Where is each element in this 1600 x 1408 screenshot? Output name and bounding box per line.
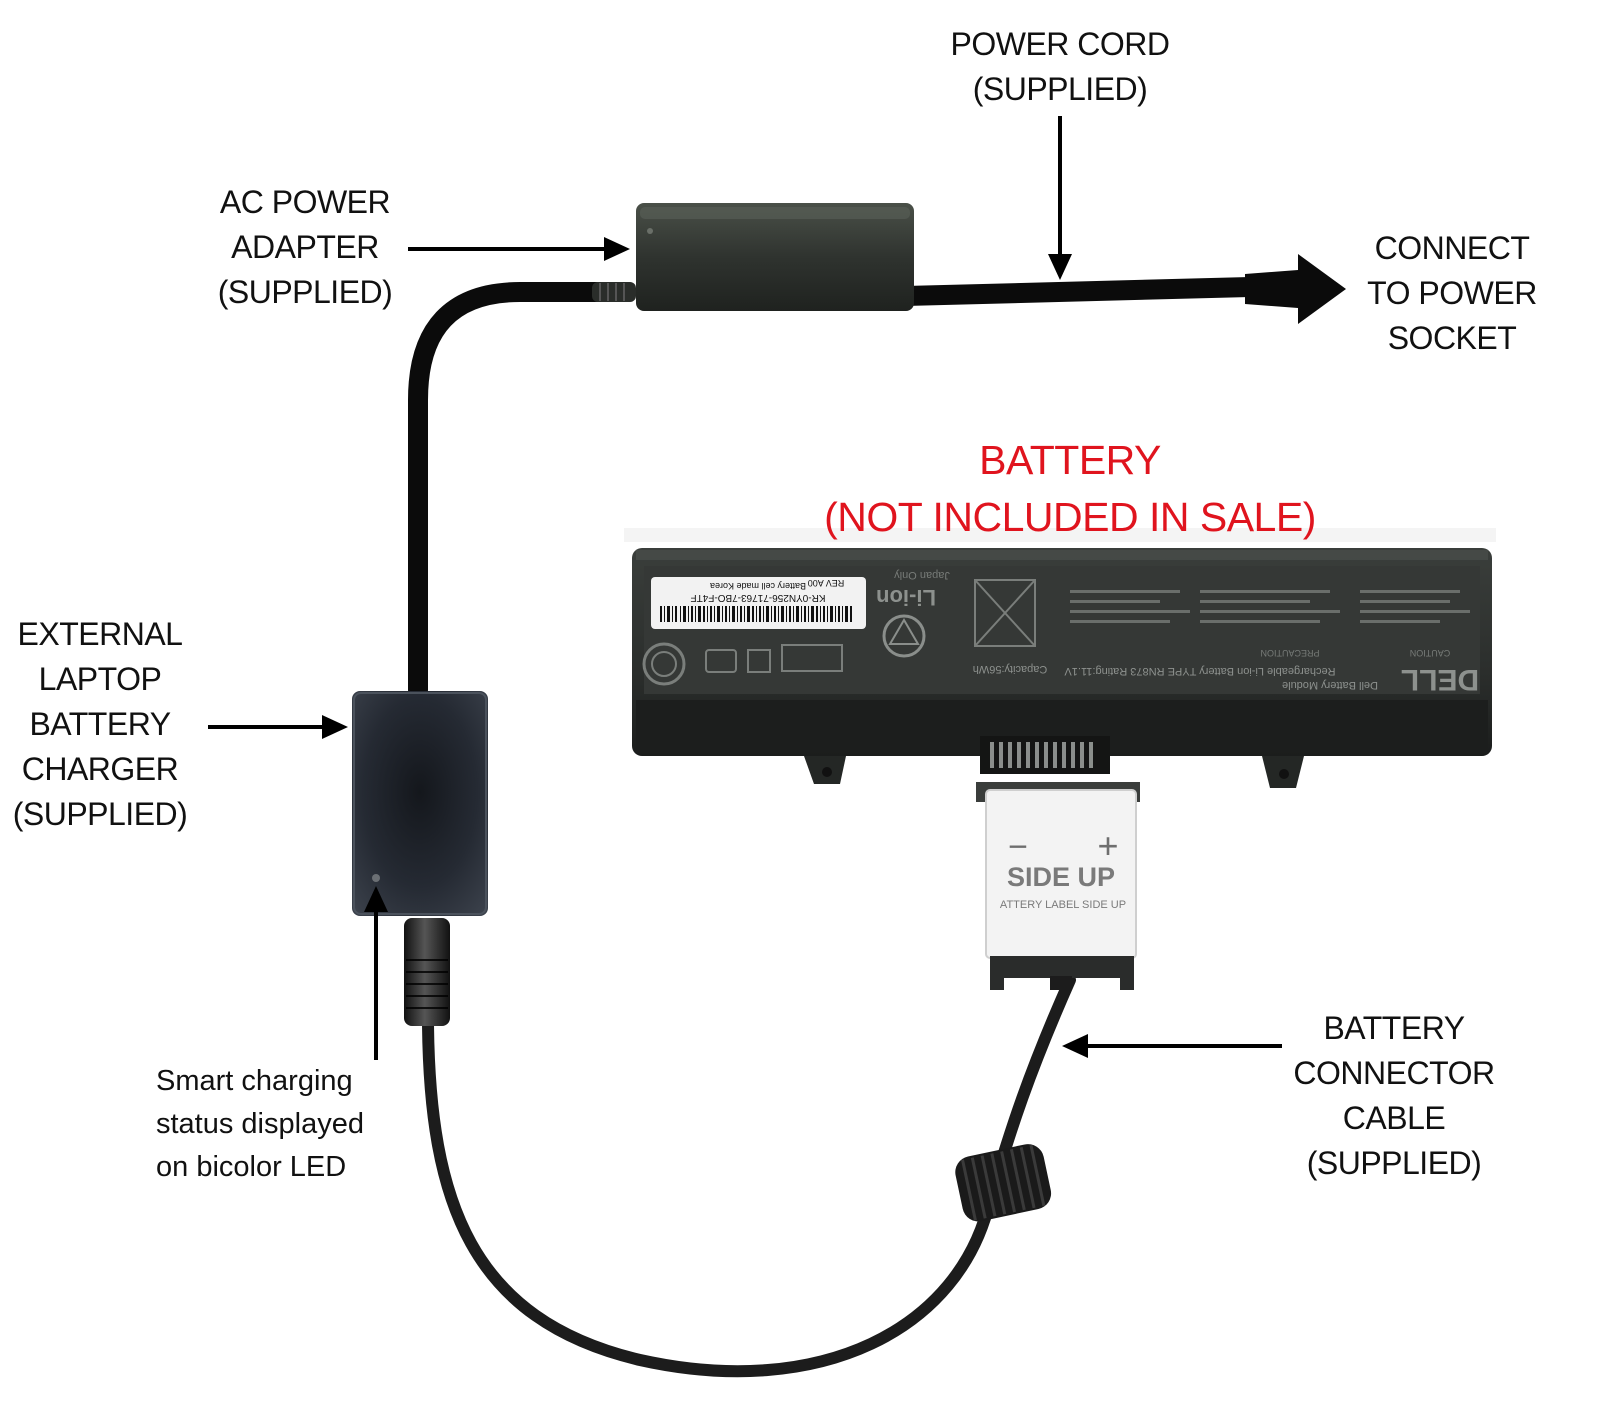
power-cord-arrow-head bbox=[1245, 254, 1346, 324]
battery-heading-line-2: (NOT INCLUDED IN SALE) bbox=[824, 494, 1316, 540]
power-cord-label-line-1: POWER CORD bbox=[950, 26, 1171, 62]
connector-cable-label-line-1: BATTERY bbox=[1323, 1010, 1465, 1046]
led-icon bbox=[372, 874, 380, 882]
charger-label-line-4: CHARGER bbox=[21, 751, 179, 787]
battery-capacity-text: Capacity:56Wh bbox=[973, 663, 1048, 675]
battery-brand: DELL bbox=[1401, 663, 1479, 696]
led-note-label: Smart charging status displayed on bicol… bbox=[156, 1060, 416, 1189]
battery-heading-line-1: BATTERY bbox=[979, 437, 1161, 483]
battery-barcode-text: KR-0YN256-71763-7BO-F4TF bbox=[690, 592, 825, 603]
charger-to-adapter-cable bbox=[408, 282, 610, 700]
connector-plus-sign: + bbox=[1097, 825, 1118, 866]
charger-unit-icon bbox=[352, 691, 488, 916]
power-cord bbox=[904, 277, 1251, 306]
battery-chemistry: Li-ion bbox=[876, 585, 936, 610]
charger-label: EXTERNAL LAPTOP BATTERY CHARGER (SUPPLIE… bbox=[0, 612, 200, 837]
socket-label: CONNECT TO POWER SOCKET bbox=[1352, 226, 1552, 361]
battery-precaution-text: PRECAUTION bbox=[1260, 648, 1319, 658]
battery-cell-origin: Battery cell made Korea bbox=[710, 581, 806, 591]
charger-label-line-1: EXTERNAL bbox=[17, 616, 183, 652]
charger-label-line-5: (SUPPLIED) bbox=[12, 796, 188, 832]
battery-module-text: Dell Battery Module bbox=[1282, 679, 1378, 691]
connector-minus-sign: − bbox=[1008, 828, 1028, 866]
led-note-line-1: Smart charging bbox=[156, 1065, 353, 1097]
ferrite-bead-icon bbox=[955, 1144, 1052, 1222]
battery-rev: REV A00 bbox=[808, 578, 845, 588]
battery-japan-only: Japan Only bbox=[894, 569, 950, 581]
connector-plug-icon bbox=[976, 782, 1140, 990]
battery-label-heading: BATTERY (NOT INCLUDED IN SALE) bbox=[800, 432, 1340, 546]
ac-adapter-label-line-1: AC POWER bbox=[219, 184, 391, 220]
connector-cable-label: BATTERY CONNECTOR CABLE (SUPPLIED) bbox=[1274, 1006, 1514, 1186]
connector-side-up: SIDE UP bbox=[1007, 862, 1115, 892]
power-adapter-icon bbox=[636, 203, 914, 311]
connector-cable-label-line-3: CABLE bbox=[1342, 1100, 1446, 1136]
ac-adapter-label: AC POWER ADAPTER (SUPPLIED) bbox=[200, 180, 410, 315]
connector-side-up-sub: ATTERY LABEL SIDE UP bbox=[1000, 899, 1126, 911]
led-note-line-3: on bicolor LED bbox=[156, 1151, 347, 1183]
socket-label-line-2: TO POWER bbox=[1367, 275, 1537, 311]
connector-cable-label-line-2: CONNECTOR bbox=[1293, 1055, 1495, 1091]
charger-label-line-2: LAPTOP bbox=[38, 661, 162, 697]
charger-label-line-3: BATTERY bbox=[29, 706, 171, 742]
ac-adapter-label-line-3: (SUPPLIED) bbox=[217, 274, 393, 310]
battery-type-text: Rechargeable Li-ion Battery TYPE RN873 R… bbox=[1064, 665, 1336, 677]
socket-label-line-1: CONNECT bbox=[1374, 230, 1530, 266]
battery-icon bbox=[624, 528, 1496, 788]
adapter-strain-relief bbox=[592, 282, 636, 302]
arrow-icon bbox=[208, 116, 1282, 1060]
battery-label: DELL Li-ion Japan Only Dell Battery Modu… bbox=[690, 569, 1479, 696]
power-cord-label: POWER CORD (SUPPLIED) bbox=[930, 22, 1190, 112]
connector-cable-label-line-4: (SUPPLIED) bbox=[1306, 1145, 1482, 1181]
led-note-line-2: status displayed bbox=[156, 1108, 364, 1140]
power-cord-label-line-2: (SUPPLIED) bbox=[972, 71, 1148, 107]
charger-output-cable bbox=[422, 974, 1076, 1378]
battery-caution-text: CAUTION bbox=[1410, 648, 1451, 658]
socket-label-line-3: SOCKET bbox=[1387, 320, 1517, 356]
ac-adapter-label-line-2: ADAPTER bbox=[231, 229, 379, 265]
